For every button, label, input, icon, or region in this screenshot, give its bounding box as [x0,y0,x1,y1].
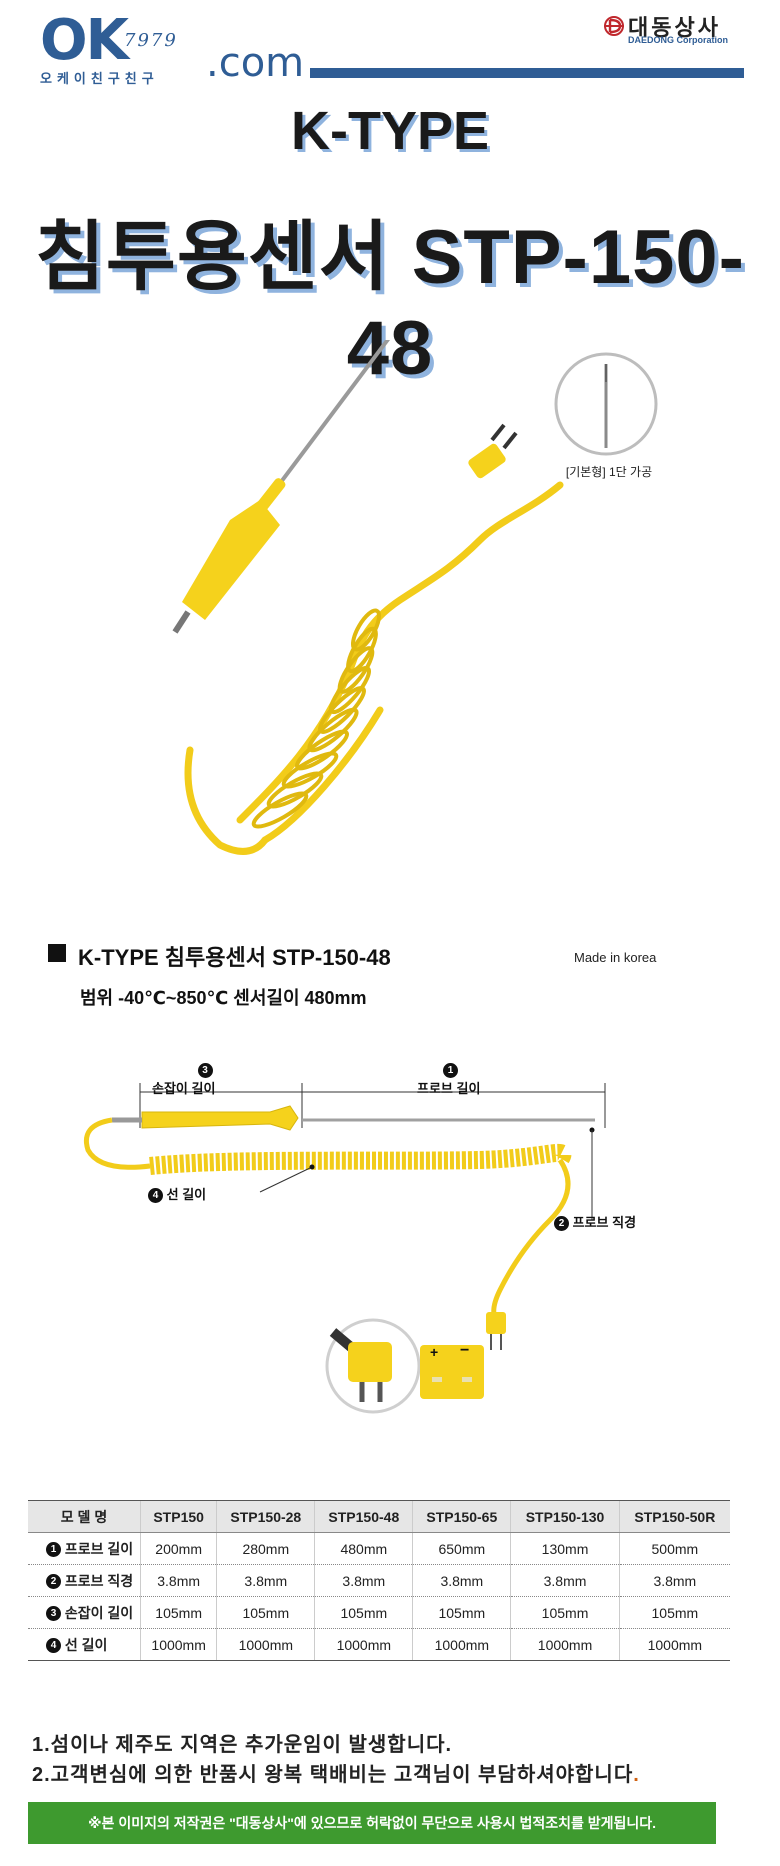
model-name-header: 모 델 명 [28,1500,141,1533]
k-type-connector [468,423,518,479]
table-row: 1 프로브 길이 200mm 280mm 480mm 650mm 130mm 5… [28,1532,730,1565]
callout-1-badge: 1 [443,1062,458,1079]
row-label: 3 손잡이 길이 [28,1596,141,1629]
table-header-row: 모 델 명 STP150 STP150-28 STP150-48 STP150-… [28,1500,730,1533]
model-header: STP150-130 [510,1500,620,1533]
ok-logo-number: 7979 [124,30,178,51]
coiled-cable [184,481,564,855]
model-header: STP150-48 [314,1500,413,1533]
page-title-type: K-TYPE [290,101,490,161]
table-cell: 105mm [216,1596,315,1629]
table-cell: 3.8mm [314,1564,413,1597]
model-header: STP150-28 [216,1500,315,1533]
probe-diameter-callout: 2 프로브 직경 [554,1212,637,1232]
model-header: STP150-65 [412,1500,511,1533]
ok-logo-subtitle: 오케이친구친구 [40,71,159,86]
table-cell: 1000mm [314,1628,413,1661]
table-cell: 500mm [618,1532,730,1565]
spec-bullet-square [48,944,66,962]
table-cell: 105mm [314,1596,413,1629]
row-label: 1 프로브 길이 [28,1532,141,1565]
row-label: 2 프로브 직경 [28,1564,141,1597]
callout-4-badge: 4 [148,1188,163,1204]
probe-length-label: 프로브 길이 [417,1081,481,1096]
table-cell: 1000mm [216,1628,315,1661]
coil-loops [251,608,381,829]
probe-rod [258,340,390,512]
copyright-banner: ※본 이미지의 저작권은 "대동상사"에 있으므로 허락없이 무단으로 사용시 … [28,1802,716,1844]
table-row: 2 프로브 직경 3.8mm 3.8mm 3.8mm 3.8mm 3.8mm 3… [28,1564,730,1597]
ok-logo-main: OK [40,8,129,73]
table-cell: 1000mm [618,1628,730,1661]
table-cell: 105mm [412,1596,511,1629]
connector-minus-sign: − [460,1342,470,1359]
product-photo [172,340,564,855]
wire-length-label: 선 길이 [166,1187,207,1202]
handle-length-label: 손잡이 길이 [152,1081,216,1096]
company-english-name: DAEDONG Corporation [628,35,728,45]
company-name: 대동상사 [628,15,721,40]
callout-2-badge: 2 [554,1216,569,1232]
table-cell: 3.8mm [216,1564,315,1597]
model-spec-table: 모 델 명 STP150 STP150-28 STP150-48 STP150-… [28,1500,730,1661]
table-cell: 105mm [139,1596,217,1629]
table-cell: 200mm [139,1532,217,1565]
callout-3-badge: 3 [175,1062,235,1079]
table-cell: 1000mm [412,1628,511,1661]
spec-title: K-TYPE 침투용센서 STP-150-48 [78,945,391,970]
shipping-note-return: 2.고객변심에 의한 반품시 왕복 택배비는 고객님이 부담하셔야합니다. [32,1758,640,1787]
table-cell: 3.8mm [618,1564,730,1597]
table-cell: 105mm [510,1596,620,1629]
table-row: 3 손잡이 길이 105mm 105mm 105mm 105mm 105mm 1… [28,1596,730,1629]
probe-tip-caption: [기본형] 1단 가공 [565,465,653,479]
page-title-product: 침투용센서 STP-150-48 [35,215,745,391]
made-in-label: Made in korea [574,950,657,965]
table-cell: 650mm [412,1532,511,1565]
wire-length-callout: 4 선 길이 [148,1184,207,1204]
table-row: 4 선 길이 1000mm 1000mm 1000mm 1000mm 1000m… [28,1628,730,1661]
dimension-diagram-drawing [84,1083,606,1414]
probe-diameter-label: 프로브 직경 [572,1215,637,1230]
table-cell: 280mm [216,1532,315,1565]
header-divider-bar [310,68,744,78]
return-note-text: 2.고객변심에 의한 반품시 왕복 택배비는 고객님이 부담하셔야합니다 [32,1764,634,1786]
row-label: 4 선 길이 [28,1628,141,1661]
table-cell: 3.8mm [139,1564,217,1597]
table-cell: 1000mm [139,1628,217,1661]
probe-tip-detail-image [554,352,658,456]
table-cell: 3.8mm [412,1564,511,1597]
spec-range-line: 범위 -40℃~850℃ 센서길이 480mm [80,988,367,1008]
dimension-diagram: 3 손잡이 길이 1 프로브 길이 4 선 길이 2 프로브 직경 + − [80,1050,700,1425]
table-cell: 105mm [618,1596,730,1629]
table-cell: 1000mm [510,1628,620,1661]
model-header: STP150 [139,1500,217,1533]
daedong-logo-icon [604,16,624,36]
model-header: STP150-50R [618,1500,730,1533]
connector-plus-sign: + [430,1344,439,1360]
table-cell: 480mm [314,1532,413,1565]
return-note-dot: . [633,1764,640,1786]
table-cell: 3.8mm [510,1564,620,1597]
sensor-handle [172,478,286,634]
table-cell: 130mm [510,1532,620,1565]
shipping-note-island: 1.섬이나 제주도 지역은 추가운임이 발생합니다. [32,1734,453,1756]
ok-logo-domain: .com [206,40,305,86]
